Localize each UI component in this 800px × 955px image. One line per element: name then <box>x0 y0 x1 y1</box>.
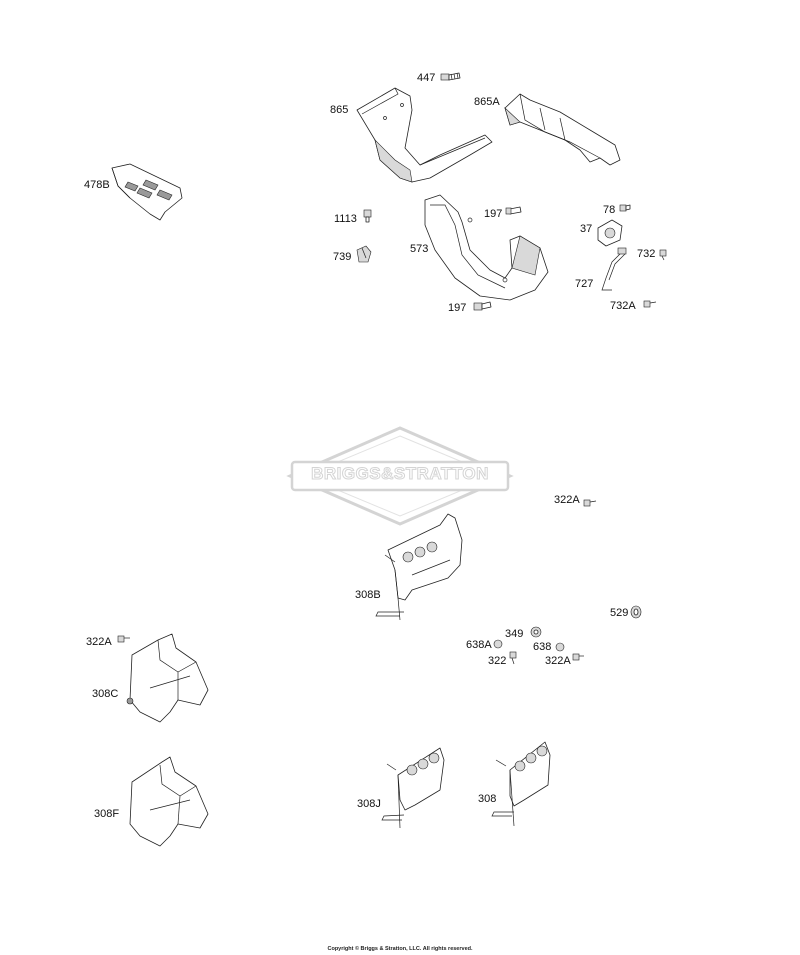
screw-322a-mid <box>572 653 584 661</box>
callout-732a: 732A <box>610 300 636 312</box>
callout-529: 529 <box>610 607 629 619</box>
callout-447: 447 <box>417 72 436 84</box>
wire-727 <box>601 247 627 291</box>
screw-732 <box>659 249 667 261</box>
callout-573: 573 <box>410 243 429 255</box>
callout-478b: 478B <box>84 179 110 191</box>
screw-322a-top <box>583 499 597 507</box>
washer-638 <box>555 642 565 652</box>
plate-37 <box>597 219 623 247</box>
shroud-865 <box>356 87 493 183</box>
watermark-text: BRIGGS&STRATTON <box>311 464 489 484</box>
callout-308: 308 <box>478 793 497 805</box>
callout-322a-top: 322A <box>554 494 580 506</box>
bracket-308 <box>491 741 551 827</box>
callout-865a: 865A <box>474 96 500 108</box>
callout-1113: 1113 <box>334 213 357 225</box>
baffle-573 <box>424 194 549 301</box>
screw-197-b <box>473 301 492 311</box>
screw-732a <box>643 300 657 308</box>
callout-78: 78 <box>603 204 616 216</box>
callout-308c: 308C <box>92 688 119 700</box>
nut-349 <box>530 626 542 638</box>
bolt-447 <box>440 72 461 81</box>
callout-308j: 308J <box>357 798 381 810</box>
screw-197-a <box>505 206 522 215</box>
callout-197-b: 197 <box>448 302 467 314</box>
screw-322 <box>509 651 517 665</box>
callout-197-a: 197 <box>484 208 503 220</box>
callout-739: 739 <box>333 251 352 263</box>
callout-727: 727 <box>575 278 594 290</box>
callout-732: 732 <box>637 248 656 260</box>
bracket-308j <box>381 747 445 829</box>
callout-638: 638 <box>533 641 552 653</box>
callout-322: 322 <box>488 655 507 667</box>
grommet-529 <box>630 605 642 619</box>
clip-739 <box>356 245 372 263</box>
washer-638a <box>493 639 503 649</box>
screw-322a-left <box>117 635 130 643</box>
guard-478b <box>111 163 183 221</box>
callout-308b: 308B <box>355 589 381 601</box>
callout-308f: 308F <box>94 808 120 820</box>
housing-308f <box>129 756 209 847</box>
callout-37: 37 <box>580 223 593 235</box>
housing-308c <box>126 633 209 723</box>
callout-349: 349 <box>505 628 524 640</box>
bracket-308b <box>375 513 463 621</box>
briggs-stratton-watermark-logo <box>286 426 514 526</box>
callout-322a-mid: 322A <box>545 655 571 667</box>
screw-1113 <box>363 209 372 223</box>
callout-865: 865 <box>330 104 349 116</box>
callout-638a: 638A <box>466 639 492 651</box>
copyright-notice: Copyright © Briggs & Stratton, LLC. All … <box>327 946 473 952</box>
callout-322a-left: 322A <box>86 636 112 648</box>
shroud-865a <box>504 93 621 166</box>
screw-78 <box>619 204 631 212</box>
